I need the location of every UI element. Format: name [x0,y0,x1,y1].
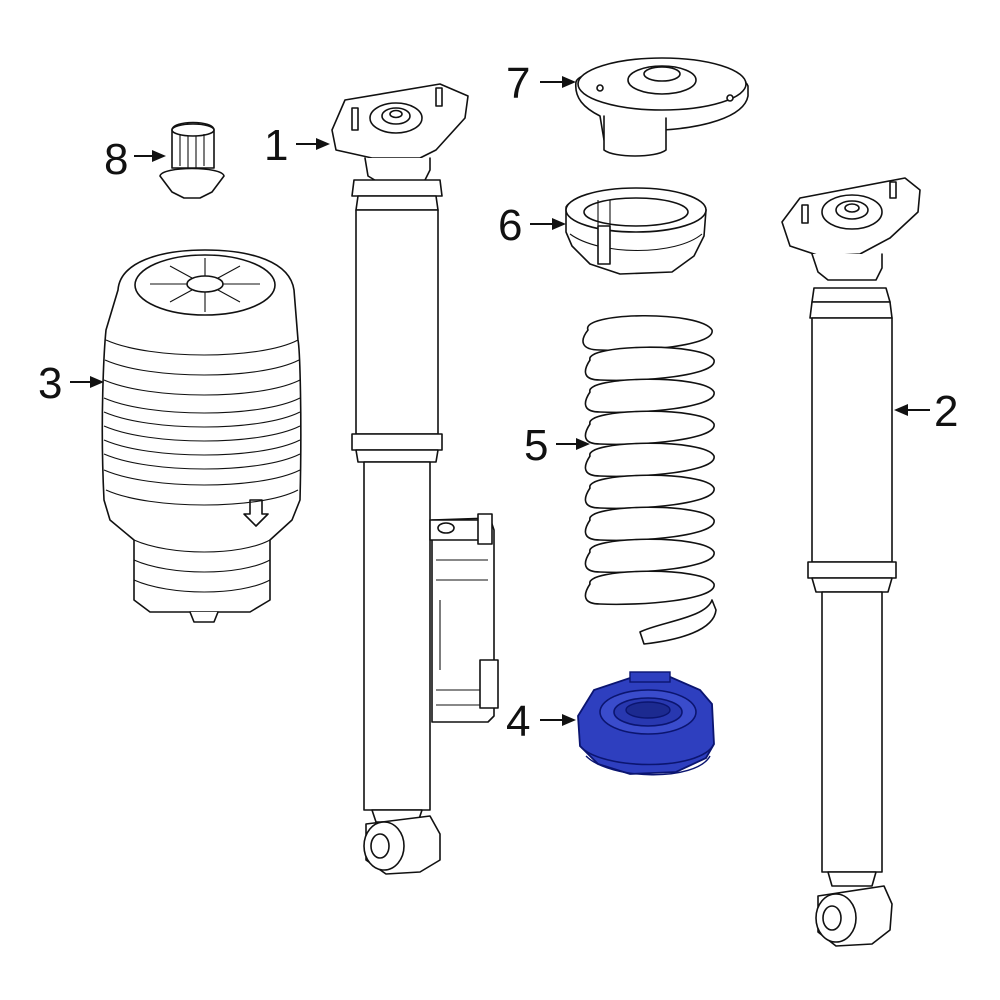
part-5-coil-spring [582,314,717,645]
callout-2: 2 [934,387,958,436]
callout-6: 6 [498,201,522,250]
callout-3: 3 [38,359,62,408]
callout-7: 7 [506,59,530,108]
part-4-spring-seat-highlighted [577,671,715,776]
callout-5: 5 [524,421,548,470]
callout-arrows [70,76,930,726]
callout-1: 1 [264,121,288,170]
part-3-air-spring [101,249,302,623]
callout-4: 4 [506,697,530,746]
part-2-shock-absorber [781,177,921,947]
callout-8: 8 [104,135,128,184]
part-6-upper-isolator [565,187,707,275]
part-8-clip [159,121,225,199]
part-1-shock-absorber [331,83,499,875]
part-7-top-mount [575,57,749,157]
